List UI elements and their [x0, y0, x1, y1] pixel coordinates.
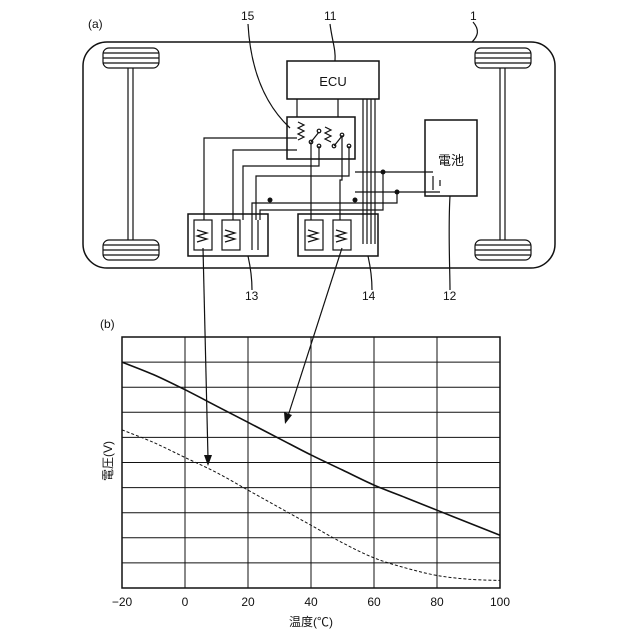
battery-label: 電池	[438, 153, 464, 168]
power-wires	[204, 135, 440, 220]
chart-x-tick-label: 80	[430, 595, 444, 609]
ref-module-left: 13	[245, 289, 259, 303]
wheel-front-right	[475, 48, 531, 68]
arrow-head-icon	[284, 412, 292, 424]
chart-x-axis-label: 温度(℃)	[289, 614, 333, 629]
axle-left	[128, 68, 133, 240]
ref-ecu: 11	[324, 9, 337, 23]
panel-b-label: (b)	[100, 317, 115, 331]
heater-element-icon	[194, 220, 351, 250]
ref-vehicle: 1	[470, 9, 477, 23]
chart-x-tick-label: −20	[112, 595, 133, 609]
ref-module-right: 14	[362, 289, 376, 303]
chart: −20 0 20 40 60 80 100 電圧(V) 温度(℃)	[101, 337, 510, 629]
relay-unit-box	[287, 117, 355, 159]
wheel-rear-left	[103, 240, 159, 260]
chart-y-axis-label: 電圧(V)	[101, 441, 115, 481]
ref-relay: 15	[241, 9, 255, 23]
relay-switch-icon	[309, 129, 351, 148]
wheel-front-left	[103, 48, 159, 68]
chart-x-ticks: −20 0 20 40 60 80 100	[112, 595, 511, 609]
arrow-head-icon	[204, 455, 212, 466]
correspondence-arrows	[203, 248, 342, 466]
chart-x-tick-label: 0	[182, 595, 189, 609]
ref-battery: 12	[443, 289, 457, 303]
chart-x-tick-label: 20	[241, 595, 255, 609]
ecu-label: ECU	[319, 74, 346, 89]
panel-a-label: (a)	[88, 17, 103, 31]
axle-right	[500, 68, 505, 240]
chart-x-tick-label: 60	[367, 595, 381, 609]
wheel-rear-right	[475, 240, 531, 260]
relay-coil-icon	[298, 122, 331, 142]
chart-x-tick-label: 100	[490, 595, 510, 609]
chart-grid	[122, 337, 500, 588]
chart-x-tick-label: 40	[304, 595, 318, 609]
battery-terminal-icon	[433, 176, 440, 190]
